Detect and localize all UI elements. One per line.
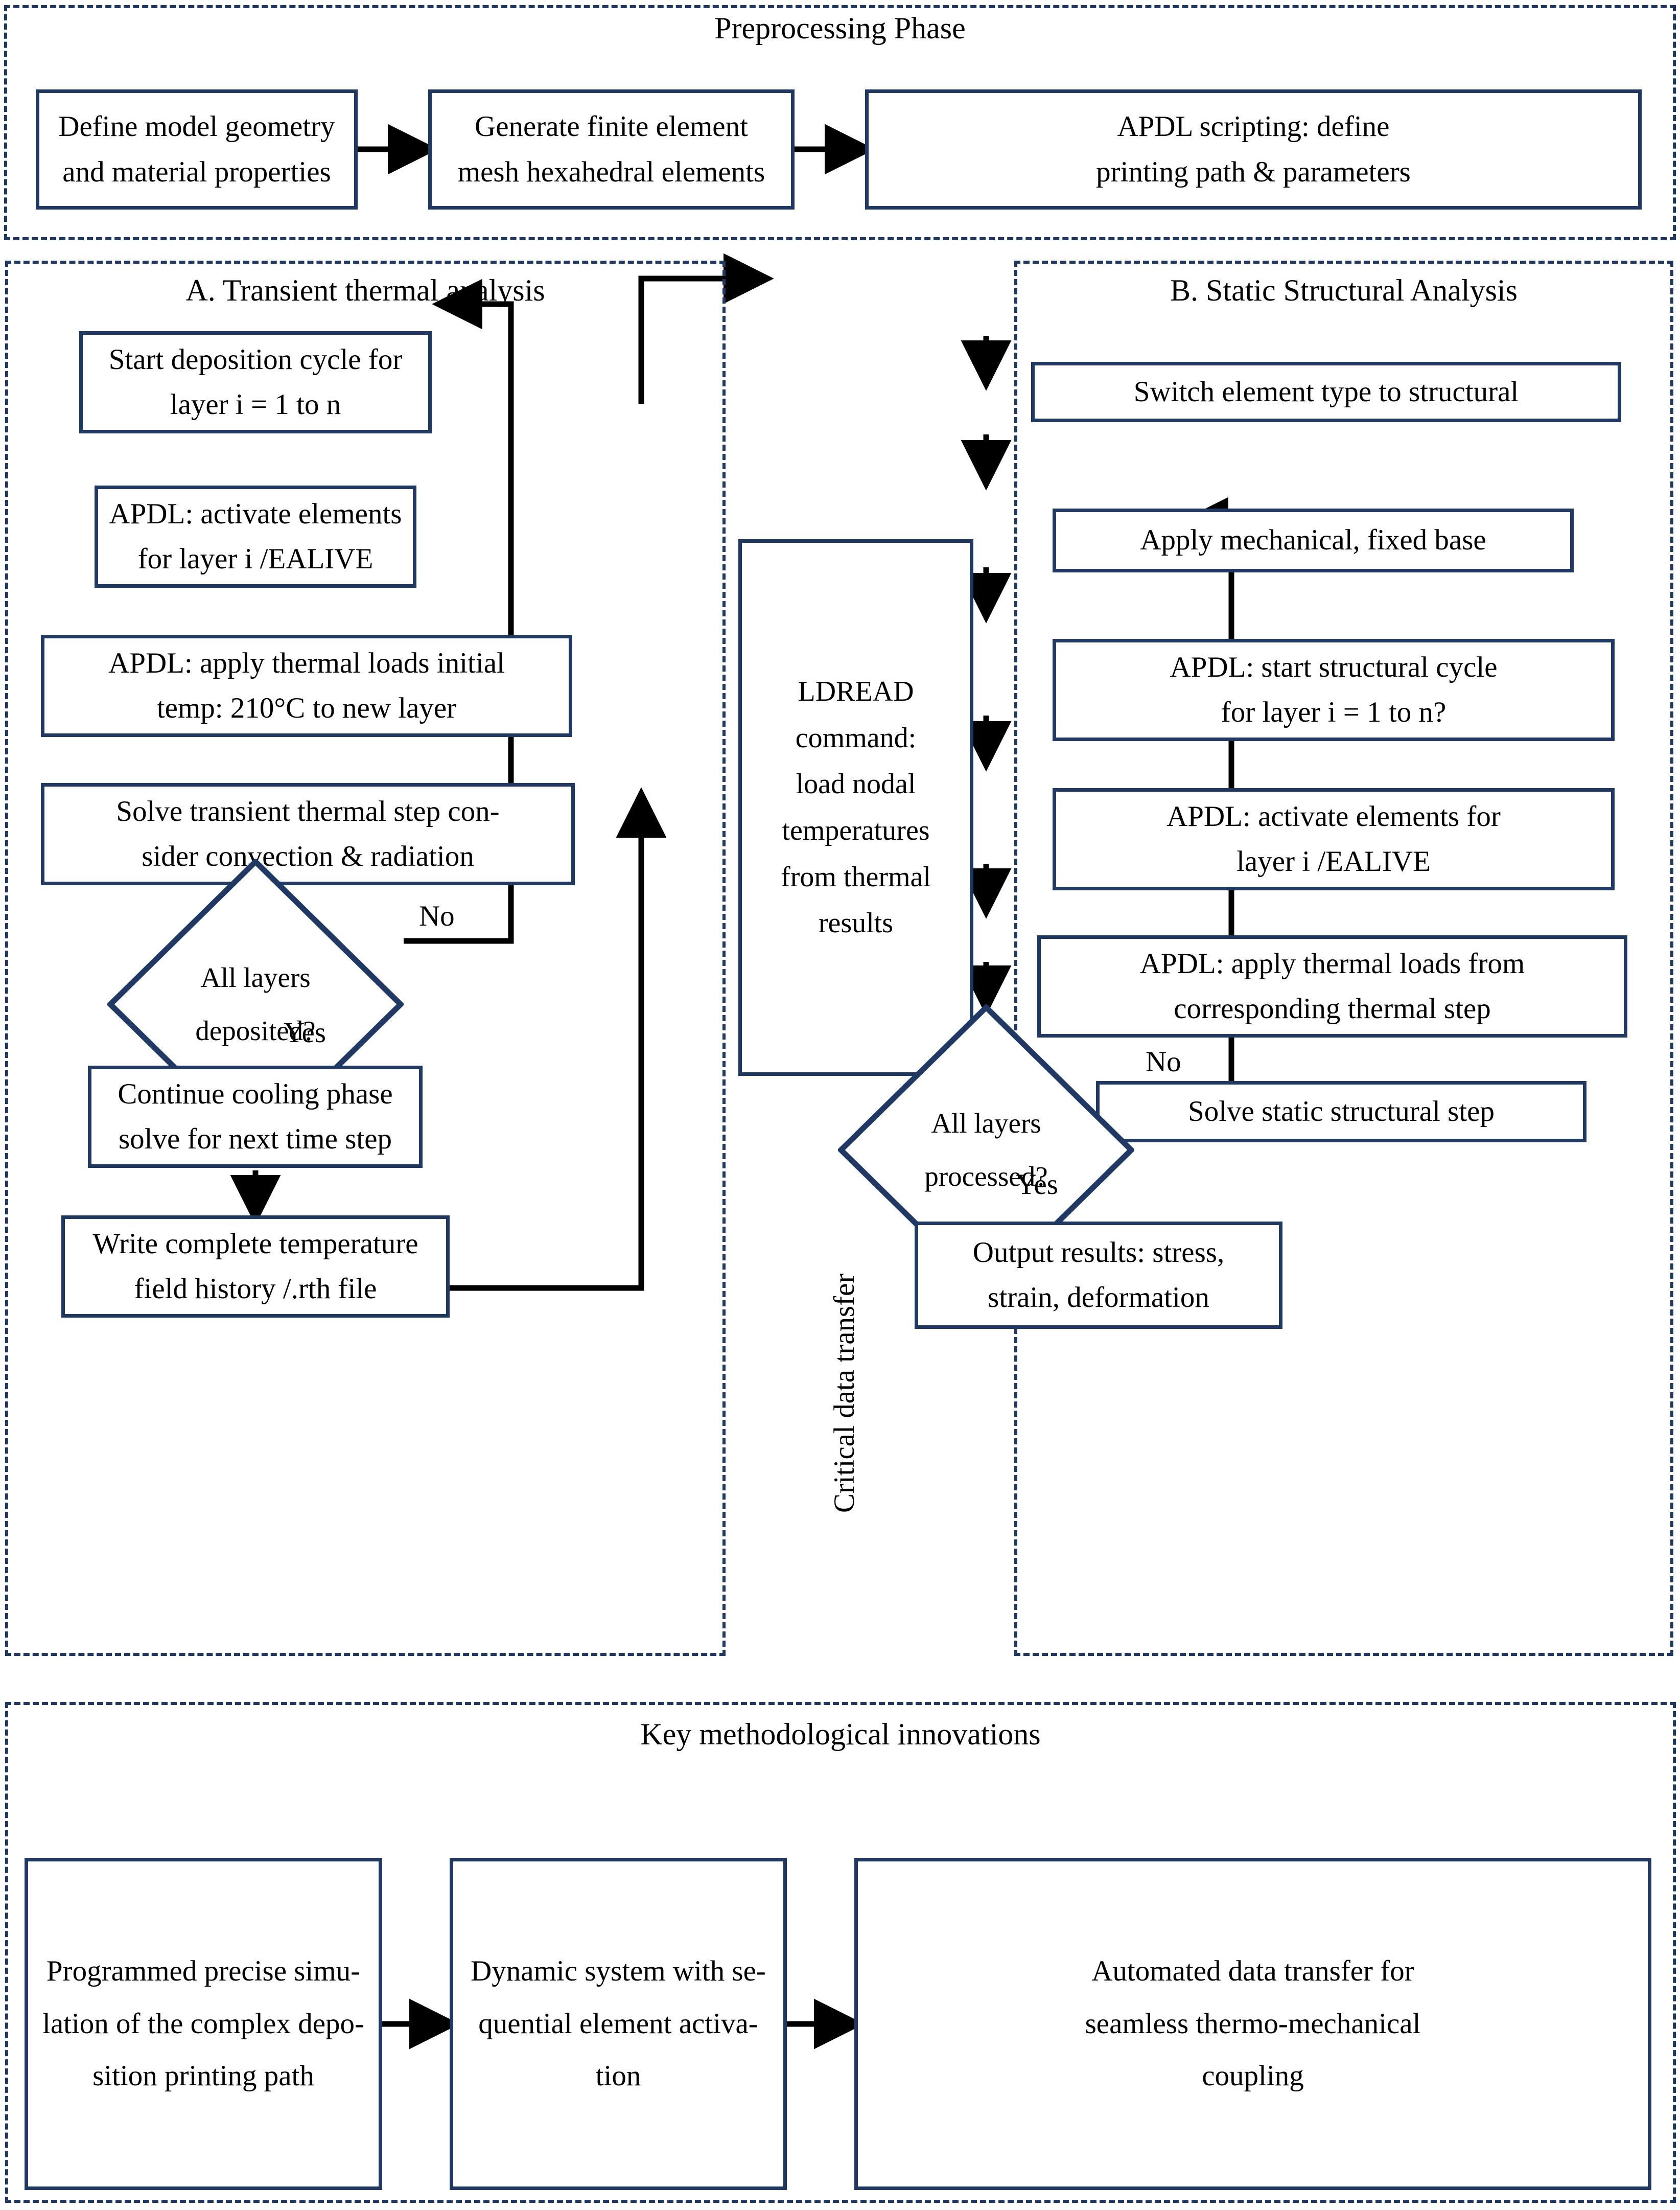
- node-line-2: and material properties: [62, 155, 331, 188]
- thermal-yes-label: Yes: [284, 1017, 326, 1049]
- ldread-line-2: command:: [795, 722, 917, 754]
- node-start-structural-cycle[interactable]: APDL: start structural cycle for layer i…: [1053, 639, 1615, 741]
- node-apdl-scripting[interactable]: APDL scripting: define printing path & p…: [865, 89, 1642, 210]
- node-innovation-3[interactable]: Automated data transfer for seamless the…: [854, 1858, 1651, 2190]
- node-line-1: Solve static structural step: [1188, 1095, 1495, 1127]
- ldread-line-4: temperatures: [782, 815, 930, 846]
- node-line-1: APDL: activate elements: [109, 497, 402, 530]
- node-line-2: strain, deformation: [988, 1281, 1209, 1314]
- node-innovation-1[interactable]: Programmed precise simu- lation of the c…: [25, 1858, 382, 2190]
- node-line-1: Continue cooling phase: [118, 1077, 393, 1110]
- structural-yes-label: Yes: [1016, 1168, 1058, 1201]
- node-line-2: for layer i /EALIVE: [137, 543, 374, 575]
- node-switch-element-type[interactable]: Switch element type to structural: [1031, 362, 1621, 422]
- node-output-results[interactable]: Output results: stress, strain, deformat…: [915, 1222, 1282, 1329]
- structural-panel-title: B. Static Structural Analysis: [1170, 273, 1518, 307]
- node-line-2: printing path & parameters: [1096, 155, 1411, 188]
- panel-transient-thermal-analysis: [5, 261, 726, 1656]
- structural-no-label: No: [1146, 1046, 1181, 1078]
- panel-preprocessing: [4, 5, 1676, 240]
- node-line-3: sition printing path: [92, 2060, 314, 2092]
- decision-line-1: All layers: [200, 961, 311, 993]
- node-apply-mechanical-fixed-base[interactable]: Apply mechanical, fixed base: [1053, 509, 1574, 572]
- node-start-deposition-cycle[interactable]: Start deposition cycle for layer i = 1 t…: [79, 331, 432, 433]
- innovations-title: Key methodological innovations: [640, 1717, 1041, 1751]
- node-line-1: APDL: activate elements for: [1166, 800, 1501, 833]
- node-line-2: solve for next time step: [118, 1123, 392, 1155]
- node-line-1: Solve transient thermal step con-: [116, 795, 500, 827]
- node-solve-transient-thermal-step[interactable]: Solve transient thermal step con- sider …: [41, 783, 575, 885]
- node-line-1: Define model geometry: [58, 110, 335, 143]
- panel-static-structural-analysis: [1014, 261, 1673, 1656]
- node-thermal-activate-elements[interactable]: APDL: activate elements for layer i /EAL…: [95, 486, 416, 588]
- preprocessing-title: Preprocessing Phase: [714, 11, 966, 45]
- node-line-1: Generate finite element: [475, 110, 748, 143]
- node-line-2: field history /.rth file: [134, 1273, 377, 1305]
- node-structural-apply-thermal-loads[interactable]: APDL: apply thermal loads from correspon…: [1037, 935, 1627, 1038]
- node-line-1: APDL: start structural cycle: [1170, 651, 1498, 683]
- node-line-2: layer i = 1 to n: [170, 388, 341, 421]
- node-line-1: Write complete temperature: [92, 1227, 418, 1260]
- node-line-1: Apply mechanical, fixed base: [1140, 524, 1486, 557]
- node-line-1: APDL: apply thermal loads from: [1139, 947, 1525, 980]
- decision-line-2: processed?: [924, 1161, 1048, 1192]
- decision-line-1: All layers: [931, 1107, 1041, 1139]
- node-generate-finite-element-mesh[interactable]: Generate finite element mesh hexahedral …: [428, 89, 795, 210]
- ldread-line-5: from thermal: [781, 861, 931, 893]
- critical-data-transfer-label: Critical data transfer: [828, 1273, 860, 1513]
- node-line-2: seamless thermo-mechanical: [1085, 2007, 1421, 2040]
- node-ldread-command[interactable]: LDREAD command: load nodal temperatures …: [738, 539, 973, 1076]
- node-structural-activate-elements[interactable]: APDL: activate elements for layer i /EAL…: [1053, 788, 1615, 890]
- panel-key-innovations: [5, 1702, 1676, 2203]
- node-line-1: Switch element type to structural: [1133, 375, 1519, 408]
- node-define-model-geometry[interactable]: Define model geometry and material prope…: [36, 89, 358, 210]
- node-continue-cooling-phase[interactable]: Continue cooling phase solve for next ti…: [88, 1066, 423, 1168]
- node-innovation-2[interactable]: Dynamic system with se- quential element…: [450, 1858, 787, 2190]
- node-line-2: mesh hexahedral elements: [457, 155, 765, 188]
- node-line-2: quential element activa-: [478, 2007, 758, 2040]
- ldread-line-6: results: [818, 907, 894, 939]
- node-line-3: tion: [595, 2060, 641, 2092]
- node-line-2: corresponding thermal step: [1174, 993, 1491, 1025]
- node-line-3: coupling: [1202, 2060, 1304, 2092]
- node-thermal-apply-loads[interactable]: APDL: apply thermal loads initial temp: …: [41, 635, 572, 737]
- ldread-line-3: load nodal: [796, 768, 916, 800]
- thermal-panel-title: A. Transient thermal analysis: [185, 273, 545, 307]
- ldread-text-block: LDREAD command: load nodal temperatures …: [747, 669, 965, 947]
- node-line-1: Output results: stress,: [972, 1236, 1225, 1269]
- node-line-1: Programmed precise simu-: [46, 1955, 361, 1988]
- decision-line-2: deposited?: [195, 1015, 316, 1046]
- node-line-1: APDL: apply thermal loads initial: [108, 647, 505, 679]
- thermal-no-label: No: [419, 900, 455, 932]
- node-line-2: for layer i = 1 to n?: [1221, 696, 1446, 728]
- node-write-temperature-field-history[interactable]: Write complete temperature field history…: [61, 1215, 450, 1318]
- node-line-1: Dynamic system with se-: [471, 1955, 766, 1988]
- node-line-2: temp: 210°C to new layer: [156, 692, 457, 724]
- node-solve-static-structural-step[interactable]: Solve static structural step: [1096, 1081, 1586, 1142]
- node-line-1: Automated data transfer for: [1091, 1955, 1414, 1988]
- node-line-1: Start deposition cycle for: [108, 343, 403, 376]
- node-line-2: sider convection & radiation: [142, 840, 474, 872]
- node-line-2: lation of the complex depo-: [42, 2007, 364, 2040]
- ldread-line-1: LDREAD: [798, 675, 914, 707]
- node-line-1: APDL scripting: define: [1117, 110, 1390, 143]
- node-line-2: layer i /EALIVE: [1236, 845, 1431, 878]
